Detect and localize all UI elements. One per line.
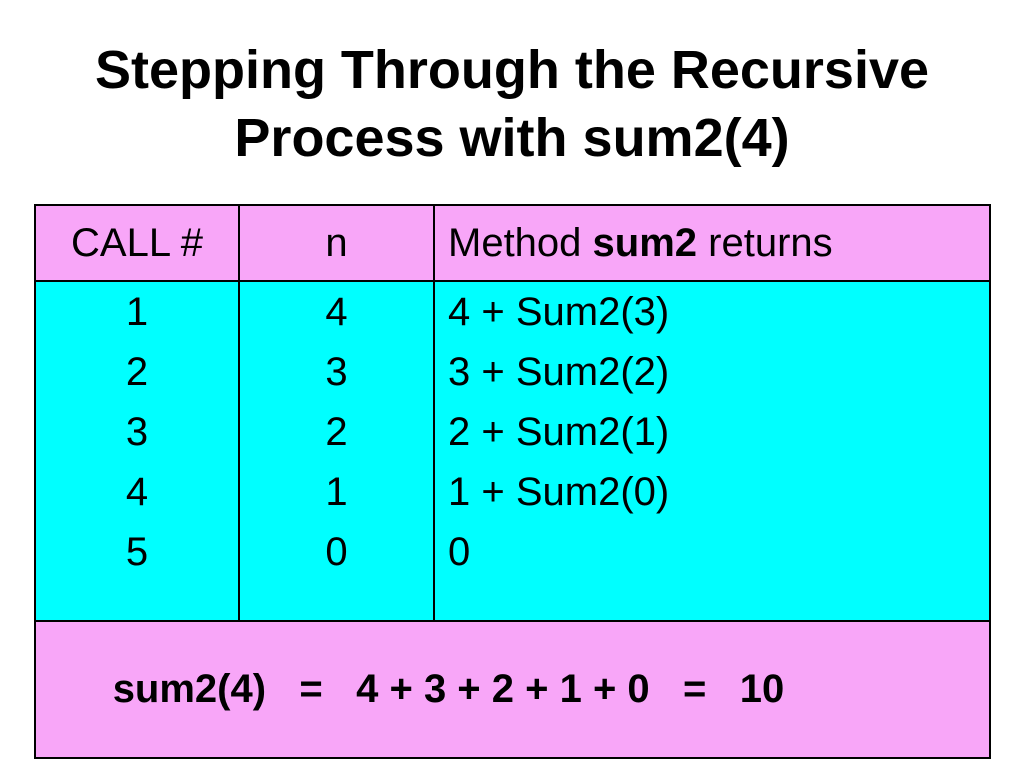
returns-cell: 1 + Sum2(0) [448, 470, 670, 514]
call-number-column: 1 2 3 4 5 [34, 280, 240, 622]
calls-row: 1 2 3 4 5 4 3 2 1 0 4 + Sum2(3) 3 + Sum2… [34, 280, 991, 622]
n-value-column: 4 3 2 1 0 [238, 280, 435, 622]
n-value-cell: 4 [325, 290, 348, 334]
call-number-cell: 4 [125, 470, 149, 514]
returns-column: 4 + Sum2(3) 3 + Sum2(2) 2 + Sum2(1) 1 + … [433, 280, 991, 622]
header-returns-prefix: Method [448, 220, 593, 265]
slide-title-line-2: Process with sum2(4) [234, 108, 790, 168]
summary-row: sum2(4) = 4 + 3 + 2 + 1 + 0 = 10 [34, 620, 991, 759]
summary-text: sum2(4) = 4 + 3 + 2 + 1 + 0 = 10 [112, 667, 785, 711]
slide-title-line-1: Stepping Through the Recursive [94, 40, 930, 100]
call-number-cell: 1 [125, 290, 149, 334]
header-n: n [238, 204, 435, 282]
call-number-cell: 3 [125, 410, 149, 454]
header-row: CALL # n Method sum2 returns [34, 204, 991, 282]
returns-cell: 4 + Sum2(3) [448, 290, 670, 334]
n-value-cell: 0 [325, 530, 348, 574]
summary-cell: sum2(4) = 4 + 3 + 2 + 1 + 0 = 10 [34, 620, 991, 759]
n-value-cell: 3 [325, 350, 348, 394]
recursion-table: CALL # n Method sum2 returns 1 2 3 4 5 4… [34, 204, 991, 759]
header-returns-method-name: sum2 [592, 220, 698, 265]
header-returns-suffix: returns [697, 220, 833, 265]
call-number-cell: 5 [125, 530, 149, 574]
n-value-cell: 2 [325, 410, 348, 454]
header-method-returns: Method sum2 returns [433, 204, 991, 282]
call-number-cell: 2 [125, 350, 149, 394]
header-call-number: CALL # [34, 204, 240, 282]
slide-title: Stepping Through the Recursive Process w… [0, 36, 1024, 172]
n-value-cell: 1 [325, 470, 348, 514]
returns-cell: 3 + Sum2(2) [448, 350, 670, 394]
returns-cell: 2 + Sum2(1) [448, 410, 670, 454]
returns-cell: 0 [448, 530, 471, 574]
